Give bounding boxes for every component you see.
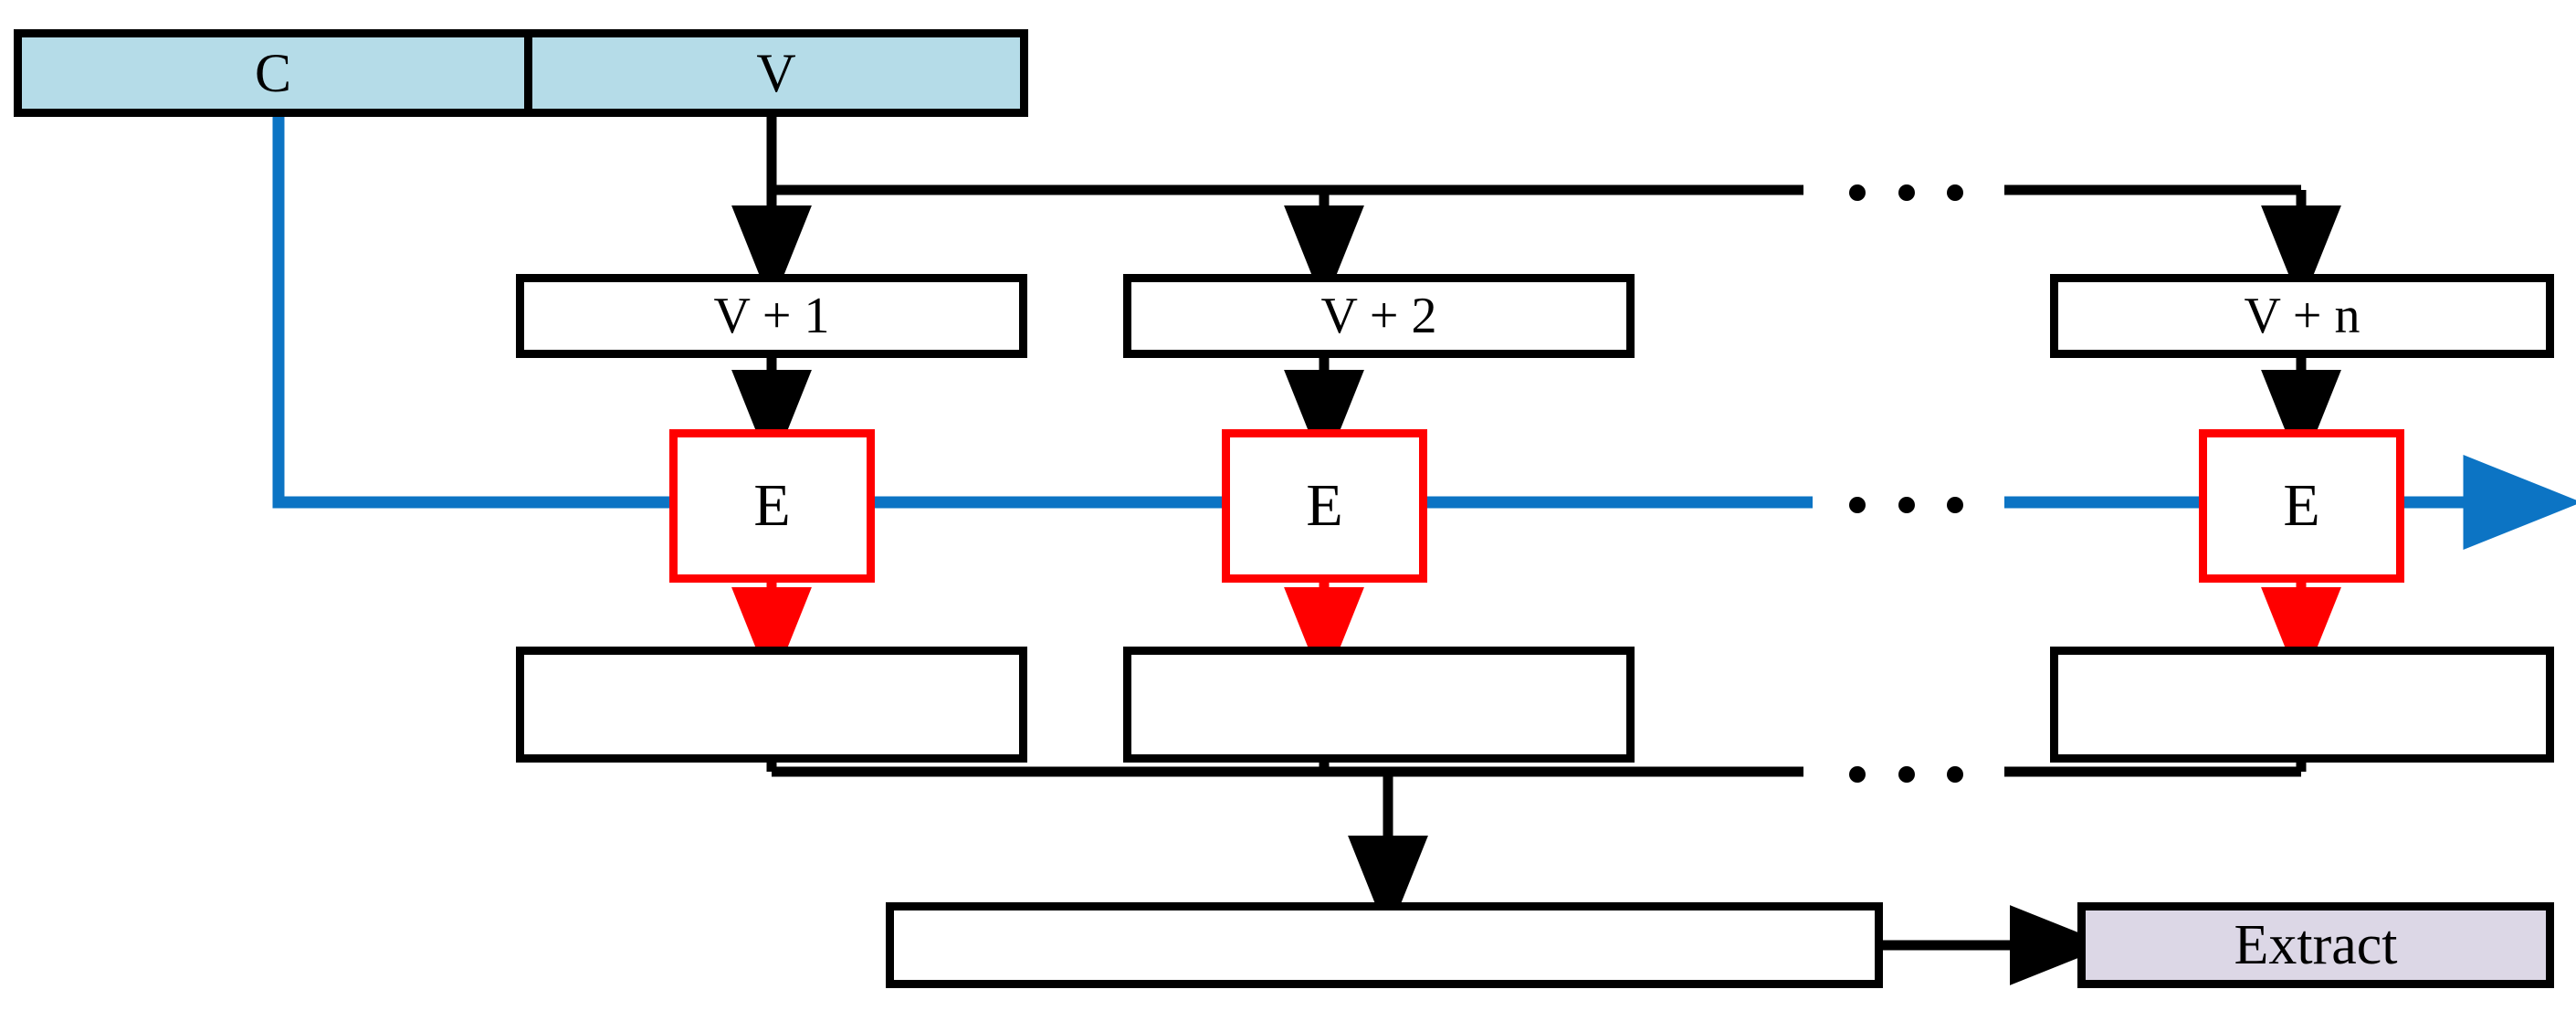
merge-bus <box>766 763 2307 777</box>
fanout-bus <box>766 117 2301 195</box>
version-box-stage-1: V + 1 <box>516 274 1027 358</box>
encoder-box-stage-2: E <box>1222 429 1427 583</box>
header-context-label: C <box>254 42 292 103</box>
header-cell-value: V <box>524 29 1028 117</box>
version-box-stage-2: V + 2 <box>1123 274 1635 358</box>
extract-label: Extract <box>2234 914 2398 976</box>
encoder-label-stage-1: E <box>753 472 791 539</box>
version-to-encoder-arrows <box>731 358 2341 470</box>
encoder-label-stage-n: E <box>2283 472 2320 539</box>
context-from-c <box>272 117 721 509</box>
header-value-label: V <box>756 42 796 103</box>
version-label-stage-1: V + 1 <box>713 288 830 344</box>
version-label-stage-n: V + n <box>2244 288 2360 344</box>
fanout-drops <box>731 190 2341 306</box>
version-label-stage-2: V + 2 <box>1320 288 1437 344</box>
output-box-stage-n <box>2050 647 2554 763</box>
encoder-to-output-arrows <box>731 583 2341 688</box>
encoder-box-stage-n: E <box>2199 429 2404 583</box>
encoder-label-stage-2: E <box>1306 472 1343 539</box>
extract-box[interactable]: Extract <box>2077 902 2554 988</box>
output-box-stage-2 <box>1123 647 1635 763</box>
header-cell-context: C <box>14 29 532 117</box>
encoder-box-stage-1: E <box>669 429 875 583</box>
version-box-stage-n: V + n <box>2050 274 2554 358</box>
aggregate-box <box>886 902 1883 988</box>
output-box-stage-1 <box>516 647 1027 763</box>
